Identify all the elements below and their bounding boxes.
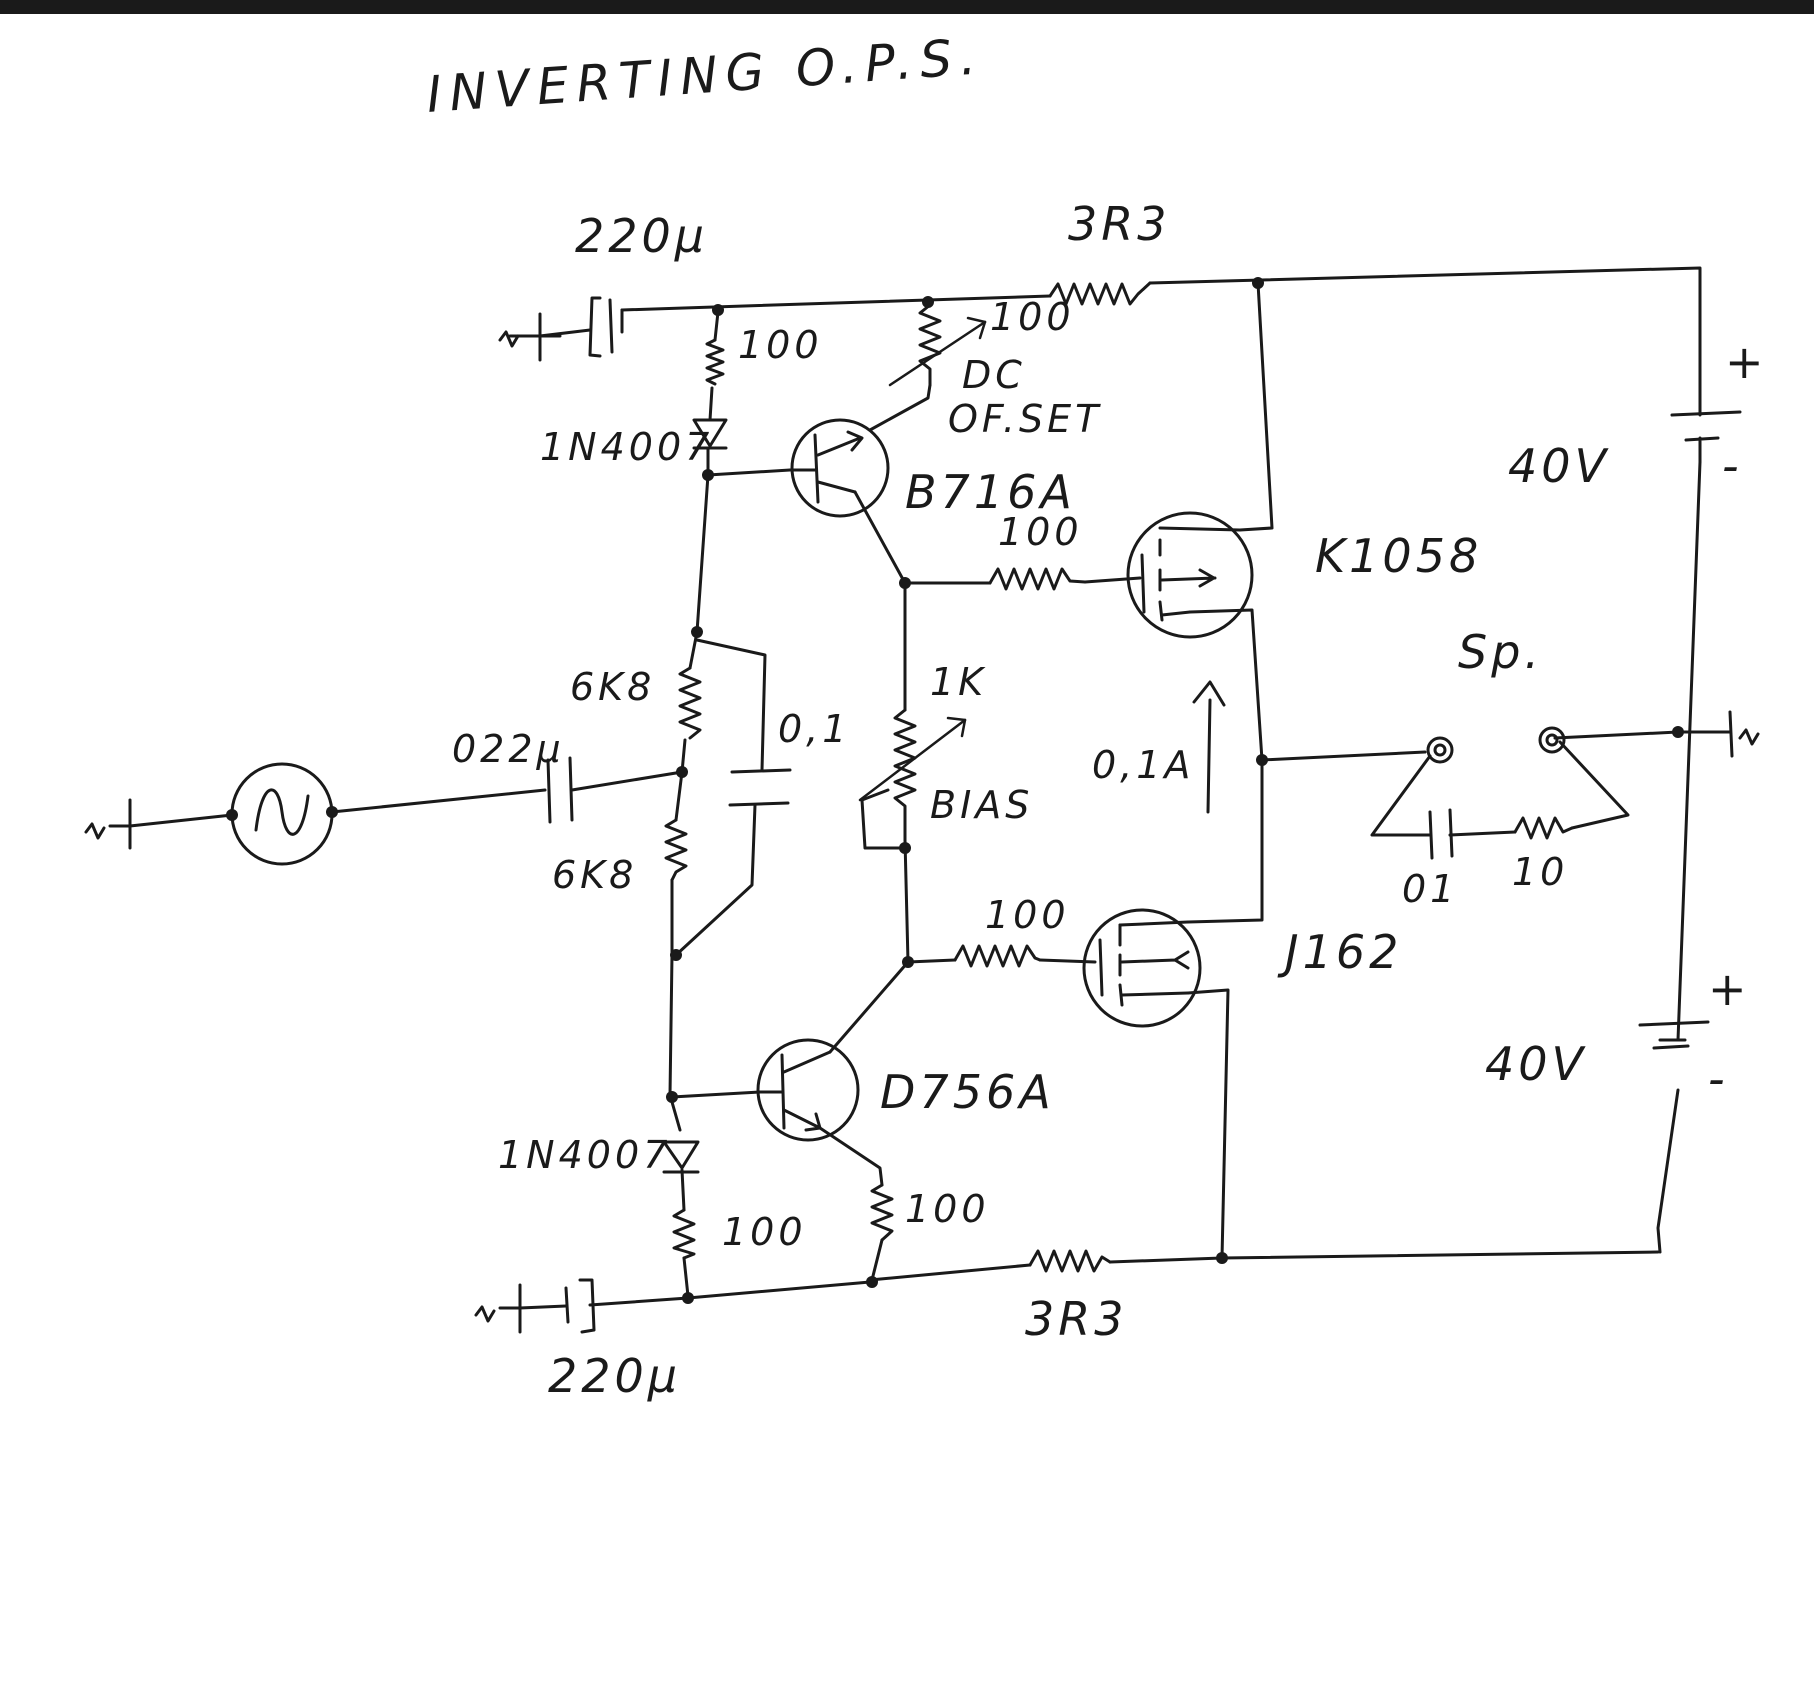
label-res-100-emitter: 100 bbox=[905, 1187, 990, 1231]
wires bbox=[128, 266, 1702, 1307]
label-cap-01: 0,1 bbox=[778, 707, 850, 751]
mosfet-j162 bbox=[1082, 908, 1202, 1028]
mosfet-k1058 bbox=[1126, 511, 1254, 639]
resistor-1k-bias bbox=[893, 708, 917, 842]
label-res-100-gate-top: 100 bbox=[998, 510, 1083, 554]
capacitor-220u-top bbox=[588, 296, 602, 358]
ground-right-icon bbox=[1676, 710, 1760, 758]
speaker-terminal-right bbox=[1538, 726, 1566, 754]
ground-input-icon bbox=[84, 798, 132, 850]
label-plus-top: + bbox=[1725, 335, 1768, 389]
text-labels: INVERTING O.P.S. 220μ 3R3 100 100 DC OF.… bbox=[425, 27, 1768, 1403]
resistor-6k8-bottom bbox=[664, 818, 688, 882]
label-mosfet-j162: J162 bbox=[1277, 925, 1402, 979]
resistor-100-gate-top bbox=[988, 567, 1087, 591]
label-res-100-dc-offset: 100 bbox=[990, 295, 1075, 339]
ground-symbols bbox=[84, 312, 1760, 1334]
label-bias: BIAS bbox=[930, 783, 1033, 827]
label-diode-top: 1N4007 bbox=[540, 425, 713, 469]
resistor-6k8-top bbox=[678, 666, 702, 740]
resistor-10-zobel bbox=[1513, 816, 1574, 840]
label-minus-bottom: - bbox=[1708, 1052, 1729, 1106]
scan-top-border bbox=[0, 0, 1814, 14]
label-supply-bottom: 40V bbox=[1485, 1037, 1587, 1091]
resistor-3r3-top bbox=[1048, 281, 1152, 306]
capacitor-01-zobel bbox=[1428, 810, 1434, 860]
diode-1n4007-bottom bbox=[662, 1140, 700, 1174]
ac-source bbox=[230, 762, 334, 866]
sine-icon bbox=[254, 788, 310, 836]
label-zobel-cap: 01 bbox=[1402, 867, 1458, 911]
resistor-100-dc-offset bbox=[918, 303, 942, 387]
label-diode-bottom: 1N4007 bbox=[498, 1133, 671, 1177]
capacitor-01 bbox=[730, 768, 792, 774]
label-cap-220u-top: 220μ bbox=[575, 209, 708, 263]
transistor-b716a bbox=[790, 418, 890, 518]
battery-40v-bottom bbox=[1638, 1020, 1710, 1050]
label-res-100-bottom-left: 100 bbox=[722, 1210, 807, 1254]
label-cap-022u: 022μ bbox=[452, 727, 565, 771]
batteries bbox=[1638, 410, 1742, 1050]
label-res-100-gate-bottom: 100 bbox=[985, 893, 1070, 937]
label-transistor-b716a: B716A bbox=[905, 465, 1076, 519]
label-supply-top: 40V bbox=[1508, 439, 1610, 493]
battery-40v-top bbox=[1670, 410, 1742, 464]
label-res-3r3-bottom: 3R3 bbox=[1025, 1292, 1128, 1346]
label-mosfet-k1058: K1058 bbox=[1315, 529, 1482, 583]
ground-bottom-left-icon bbox=[474, 1283, 522, 1334]
junction-dots bbox=[226, 277, 1684, 1304]
resistor-100-gate-bottom bbox=[953, 944, 1042, 968]
label-transistor-d756a: D756A bbox=[880, 1065, 1055, 1119]
resistor-100-emitter bbox=[870, 1183, 894, 1242]
diodes bbox=[662, 418, 728, 1174]
label-zobel-res: 10 bbox=[1512, 850, 1568, 894]
label-dc: DC bbox=[962, 353, 1026, 397]
resistor-3r3-bottom bbox=[1028, 1249, 1112, 1273]
speaker-terminal-left bbox=[1426, 736, 1454, 764]
title: INVERTING O.P.S. bbox=[425, 27, 986, 124]
label-ofset: OF.SET bbox=[948, 397, 1102, 441]
transistor-d756a bbox=[756, 1038, 860, 1142]
label-pot-1k: 1K bbox=[930, 660, 987, 704]
label-res-6k8-top: 6K8 bbox=[570, 665, 655, 709]
resistors bbox=[664, 281, 1574, 1273]
capacitor-220u-bottom bbox=[578, 1278, 596, 1334]
diode-1n4007-top bbox=[692, 418, 728, 450]
label-res-6k8-bottom: 6K8 bbox=[552, 853, 637, 897]
transistors bbox=[756, 418, 1254, 1142]
speaker-terminals bbox=[1426, 726, 1566, 764]
label-current: 0,1A bbox=[1092, 743, 1194, 787]
resistor-100-top-left bbox=[705, 338, 725, 386]
label-speaker: Sp. bbox=[1458, 625, 1543, 679]
label-res-3r3-top: 3R3 bbox=[1068, 197, 1171, 251]
ground-top-left-icon bbox=[498, 312, 542, 362]
capacitor-022u bbox=[546, 758, 552, 824]
label-res-100-top-left: 100 bbox=[738, 323, 823, 367]
label-plus-bottom: + bbox=[1708, 962, 1751, 1016]
resistor-100-bottom-left bbox=[672, 1208, 696, 1260]
capacitors bbox=[518, 296, 1454, 1334]
label-cap-220u-bottom: 220μ bbox=[548, 1349, 681, 1403]
label-minus-top: - bbox=[1722, 439, 1743, 493]
